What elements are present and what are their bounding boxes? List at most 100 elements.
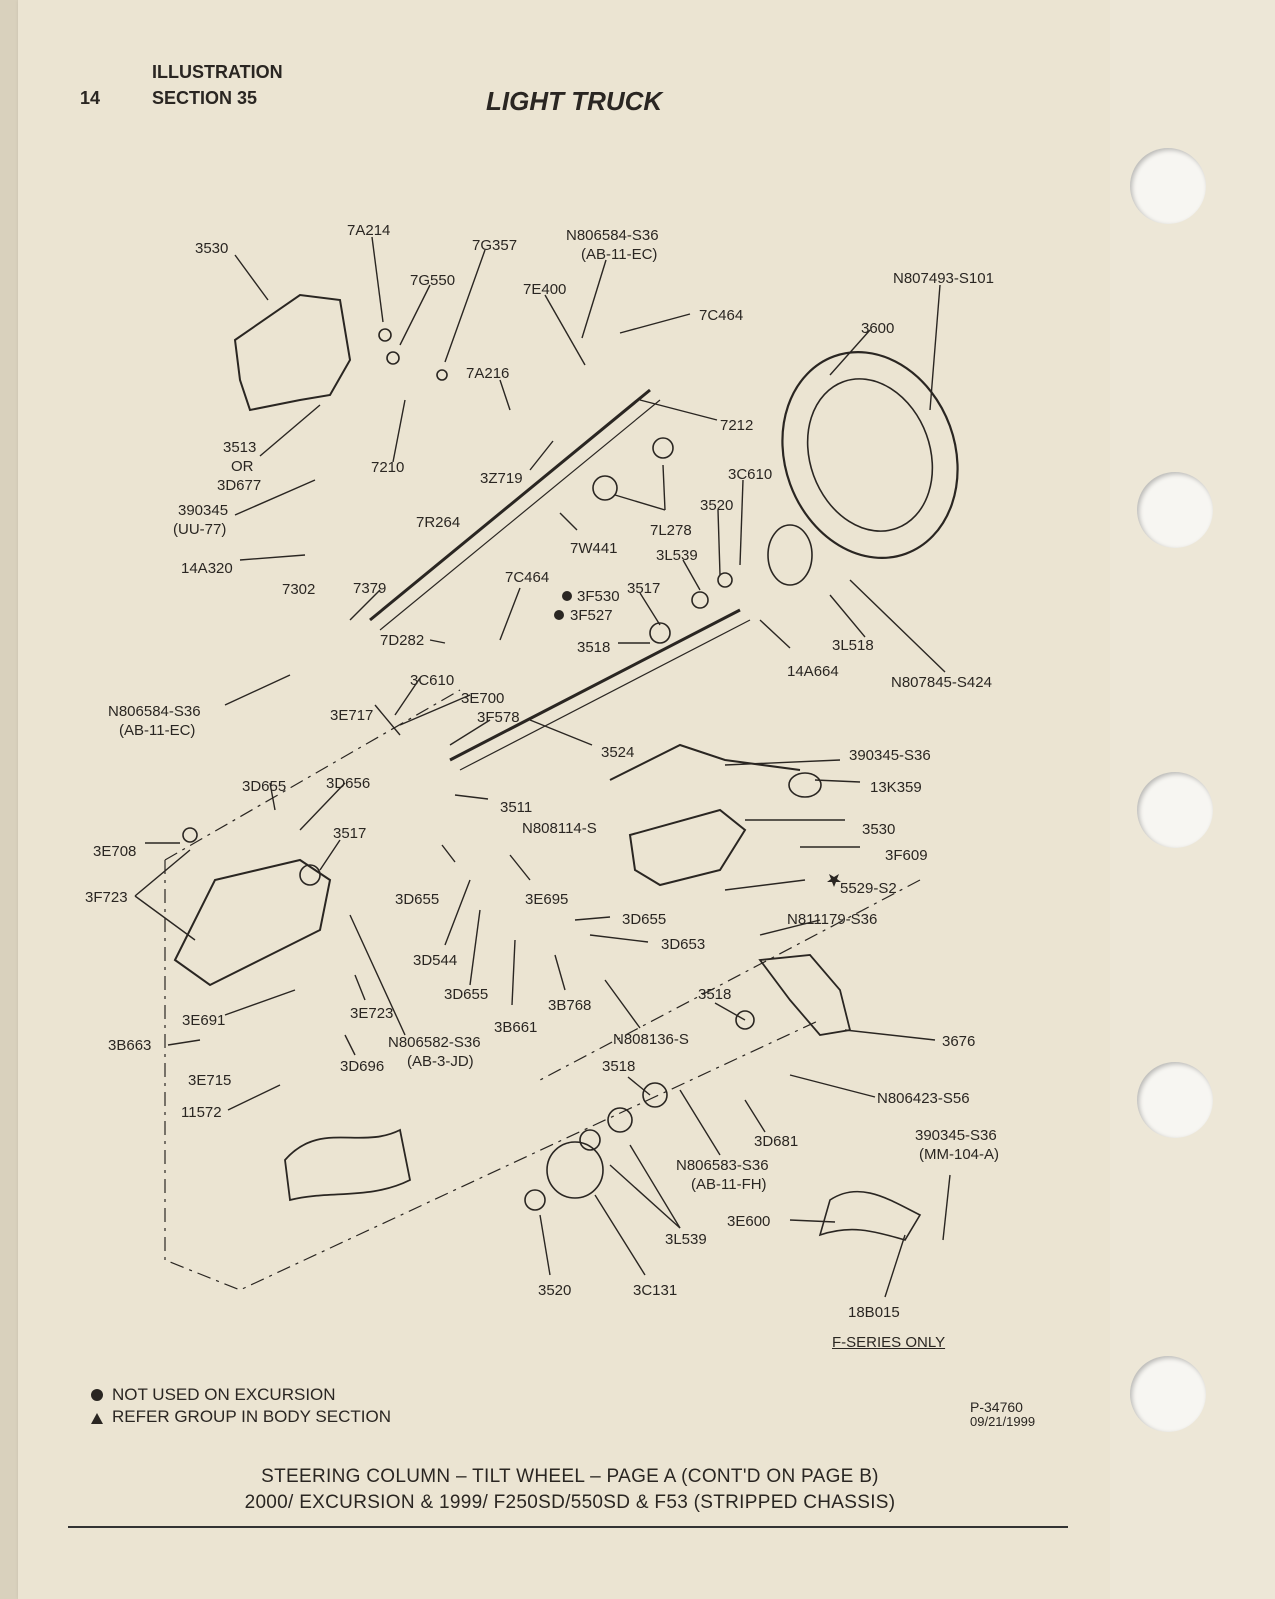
part-label: 3D677 xyxy=(217,477,261,494)
part-label: N808136-S xyxy=(613,1031,689,1048)
part-label: 3B661 xyxy=(494,1019,537,1036)
tilt-lever xyxy=(609,743,801,781)
part-label: 7C464 xyxy=(505,569,549,586)
lower-shaft xyxy=(449,608,741,762)
part-label: 3C610 xyxy=(728,466,772,483)
binder-hole xyxy=(1130,1356,1206,1432)
part-label: N808114-S xyxy=(522,820,597,837)
part-label: 14A664 xyxy=(787,663,839,680)
caption-line1: STEERING COLUMN – TILT WHEEL – PAGE A (C… xyxy=(261,1466,879,1487)
bracket-3676 xyxy=(758,954,852,1036)
binder-hole xyxy=(1137,1062,1213,1138)
part-label: 7R264 xyxy=(416,514,460,531)
part-label: 3D656 xyxy=(326,775,370,792)
part-label: 3676 xyxy=(942,1033,975,1050)
part-label: 3D655 xyxy=(395,891,439,908)
page-title: LIGHT TRUCK xyxy=(486,86,663,116)
star-icon xyxy=(827,874,841,887)
binder-hole xyxy=(1130,148,1206,224)
part-label: 7210 xyxy=(371,459,404,476)
outline-frame xyxy=(164,689,921,1291)
part-label: 3D655 xyxy=(242,778,286,795)
part-label: 7W441 xyxy=(570,540,618,557)
part-label: (AB-3-JD) xyxy=(407,1053,474,1070)
part-label: 3517 xyxy=(333,825,366,842)
part-label: 7212 xyxy=(720,417,753,434)
part-labels: 3530 7A214 7G357 N806584-S36 (AB-11-EC) … xyxy=(85,222,999,1321)
part-label: 13K359 xyxy=(870,779,922,796)
steering-wheel-inner xyxy=(806,378,934,532)
part-label: OR xyxy=(231,458,254,475)
part-label: (AB-11-EC) xyxy=(581,246,657,263)
part-label: 3L518 xyxy=(832,637,874,654)
part-label: 3E691 xyxy=(182,1012,225,1029)
part-label: N807845-S424 xyxy=(891,674,992,691)
part-label: N806583-S36 xyxy=(676,1157,769,1174)
part-label: 18B015 xyxy=(848,1304,900,1321)
main-shaft xyxy=(369,388,651,622)
steering-wheel xyxy=(781,351,959,559)
legend-bullet-icon xyxy=(91,1389,103,1401)
part-label: 390345-S36 xyxy=(915,1127,997,1144)
part-label: 3B768 xyxy=(548,997,591,1014)
part-label: 7A214 xyxy=(347,222,390,239)
part-label: 3D655 xyxy=(622,911,666,928)
part-label: 390345-S36 xyxy=(849,747,931,764)
catalog-page xyxy=(18,0,1110,1599)
bullet-icon xyxy=(554,610,564,620)
part-label: 7G550 xyxy=(410,272,455,289)
speed-control-harness xyxy=(818,1190,922,1241)
part-label: 3518 xyxy=(602,1058,635,1075)
part-label: 3L539 xyxy=(656,547,698,564)
part-label: 3D544 xyxy=(413,952,457,969)
part-label: 7G357 xyxy=(472,237,517,254)
part-label: 7379 xyxy=(353,580,386,597)
part-label: 7D282 xyxy=(380,632,424,649)
bullet-icon xyxy=(562,591,572,601)
lower-shroud xyxy=(628,808,747,887)
part-label: 3F530 xyxy=(577,588,620,605)
part-label: 3518 xyxy=(577,639,610,656)
part-label: N806584-S36 xyxy=(108,703,201,720)
part-label: 3E723 xyxy=(350,1005,393,1022)
part-label: 3D696 xyxy=(340,1058,384,1075)
part-label: 3E708 xyxy=(93,843,136,860)
part-label: 3520 xyxy=(700,497,733,514)
part-label: 3C131 xyxy=(633,1282,677,1299)
part-label: 7A216 xyxy=(466,365,509,382)
part-label: 3D681 xyxy=(754,1133,798,1150)
legend-circle-note: NOT USED ON EXCURSION xyxy=(112,1385,336,1404)
part-label: 7302 xyxy=(282,581,315,598)
part-label: 3E600 xyxy=(727,1213,770,1230)
part-label: 14A320 xyxy=(181,560,233,577)
part-label: 3E715 xyxy=(188,1072,231,1089)
wheel-hub xyxy=(767,524,813,586)
header-section: SECTION 35 xyxy=(152,88,258,108)
part-label: 3530 xyxy=(862,821,895,838)
part-label: (AB-11-FH) xyxy=(691,1176,767,1193)
part-label: 3B663 xyxy=(108,1037,151,1054)
part-label: 3517 xyxy=(627,580,660,597)
part-label: 7L278 xyxy=(650,522,692,539)
binder-hole xyxy=(1137,772,1213,848)
part-label: 3518 xyxy=(698,986,731,1003)
part-label: 3524 xyxy=(601,744,634,761)
part-label: 3F527 xyxy=(570,607,613,624)
part-label: 3E695 xyxy=(525,891,568,908)
part-label: N807493-S101 xyxy=(893,270,994,287)
part-label: 3D655 xyxy=(444,986,488,1003)
part-label: 3F723 xyxy=(85,889,128,906)
part-label: N811179-S36 xyxy=(787,911,877,928)
column-housing xyxy=(173,858,332,987)
leader-lines xyxy=(134,236,951,1298)
part-label: 3600 xyxy=(861,320,894,337)
caption-line2: 2000/ EXCURSION & 1999/ F250SD/550SD & F… xyxy=(244,1492,896,1513)
part-label: 3513 xyxy=(223,439,256,456)
part-label: 3L539 xyxy=(665,1231,707,1248)
part-number: P-34760 xyxy=(970,1399,1023,1415)
binder-strip xyxy=(1110,0,1275,1599)
legend-triangle-note: REFER GROUP IN BODY SECTION xyxy=(112,1407,391,1426)
illustration-date: 09/21/1999 xyxy=(970,1414,1036,1429)
part-label: 3520 xyxy=(538,1282,571,1299)
